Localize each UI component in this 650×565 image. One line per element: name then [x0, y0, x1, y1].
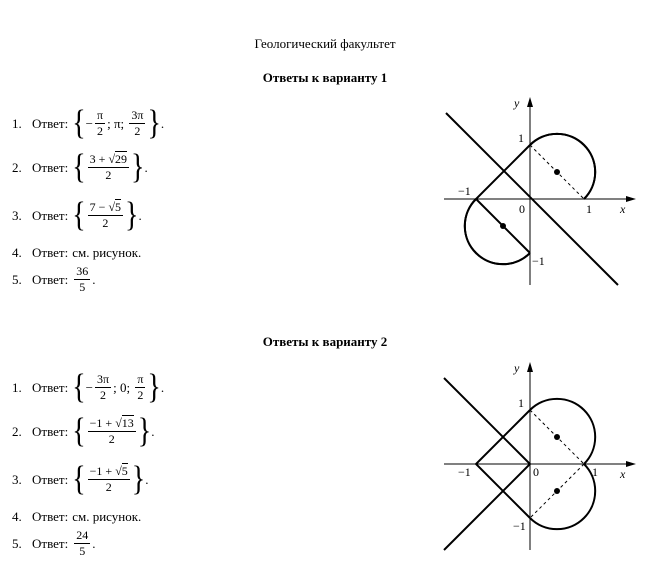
- svg-text:1: 1: [518, 396, 524, 410]
- svg-text:y: y: [513, 96, 520, 110]
- svg-text:x: x: [619, 202, 626, 216]
- v2-answer-4: 4. Ответ: см. рисунок.: [12, 509, 142, 524]
- svg-text:1: 1: [586, 202, 592, 216]
- svg-text:−1: −1: [458, 184, 471, 198]
- svg-text:x: x: [619, 467, 626, 481]
- svg-text:1: 1: [518, 131, 524, 145]
- center-point: [554, 169, 560, 175]
- svg-text:y: y: [513, 361, 520, 375]
- svg-text:−1: −1: [532, 254, 545, 268]
- center-point: [500, 223, 506, 229]
- answer-number: 1.: [12, 115, 22, 131]
- variant-2-graph: y x 1 −1 0 1 −1: [443, 361, 636, 551]
- svg-text:1: 1: [592, 465, 598, 479]
- variant-2-heading: Ответы к варианту 2: [262, 334, 388, 349]
- center-point: [554, 488, 560, 494]
- v1-answer-4: 4. Ответ: см. рисунок.: [12, 245, 142, 260]
- svg-text:−1: −1: [458, 465, 471, 479]
- variant-1-graph: y x 1 −1 0 1 −1: [444, 96, 636, 286]
- corner-lines: [443, 377, 532, 551]
- svg-text:0: 0: [519, 202, 525, 216]
- svg-text:−1: −1: [513, 519, 526, 533]
- line-1: [445, 112, 619, 286]
- variant-1-heading: Ответы к варианту 1: [262, 70, 388, 85]
- svg-text:0: 0: [533, 465, 539, 479]
- center-point: [554, 434, 560, 440]
- faculty-title: Геологический факультет: [254, 36, 396, 51]
- answer-label: Ответ:: [32, 115, 69, 131]
